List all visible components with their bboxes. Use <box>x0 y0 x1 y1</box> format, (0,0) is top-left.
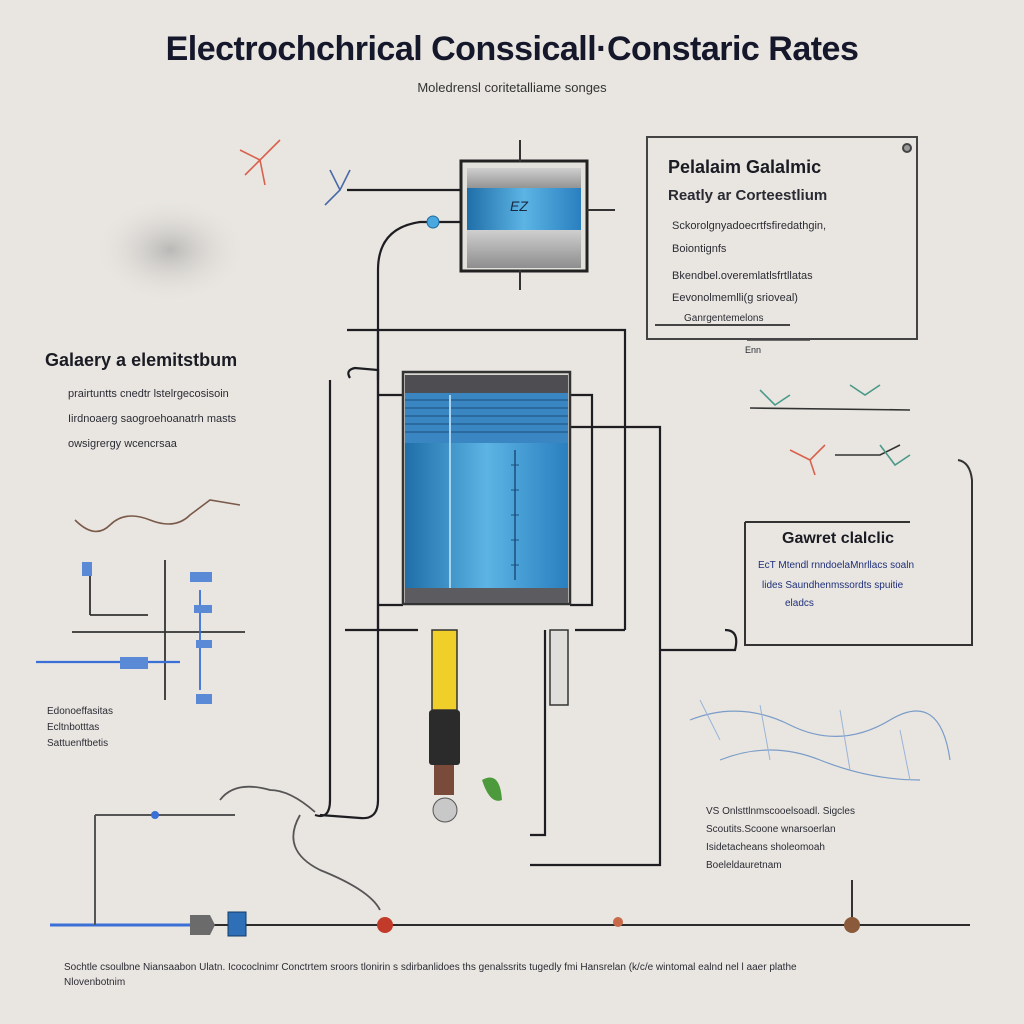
circuit-icon <box>36 560 245 700</box>
mid-right-panel-heading: Gawret clalclic <box>782 530 895 547</box>
cell-label: EZ <box>510 198 528 214</box>
top-right-item: Boiontignfs <box>672 243 727 255</box>
mid-right-item: lides Saundhenmssordts spuitie <box>762 580 904 591</box>
right-note: VS Onlsttlnmscooelsoadl. Sigcles <box>706 806 855 817</box>
curly-wire <box>219 785 381 911</box>
right-note: Scoutits.Scoone wnarsoerlan <box>706 824 836 835</box>
top-right-item: Eevonolmemlli(g srioveal) <box>672 292 798 304</box>
left-note: Ecltnbotttas <box>47 722 100 733</box>
molecule-icon <box>74 139 951 781</box>
top-right-panel-subheading: Reatly ar Corteestlium <box>668 187 828 204</box>
right-note: Isidetacheans sholeomoah <box>706 842 825 853</box>
top-right-panel-frame <box>646 136 918 341</box>
page-subtitle: Moledrensl coritetalliame songes <box>417 80 607 95</box>
resistor-icon <box>190 915 215 935</box>
left-panel-item: prairtuntts cnedtr lstelrgecosisoin <box>68 388 229 400</box>
top-right-panel-heading: Pelalaim Galalmic <box>668 157 822 177</box>
top-right-item: Bkendbel.overemlatlsfrtllatas <box>672 270 813 282</box>
right-note: Boeleldauretnam <box>706 860 782 871</box>
mid-right-item: eladcs <box>785 598 814 609</box>
top-right-item: Sckorolgnyadoecrtfsfiredathgin, <box>672 220 827 232</box>
capacitor-icon <box>227 911 247 937</box>
page-title: Electrochchrical Conssicall·Constaric Ra… <box>165 30 859 68</box>
mid-right-panel-frame <box>744 459 973 646</box>
footer-line: Nlovenbotnim <box>64 977 126 988</box>
top-right-tag: Enn <box>745 345 762 355</box>
leaf-icon <box>482 777 502 801</box>
top-right-note: Ganrgentemelons <box>684 313 764 324</box>
bottom-circuit-line <box>50 811 970 937</box>
left-note: Edonoeffasitas <box>47 706 113 717</box>
electrode-probe-icon <box>429 629 569 823</box>
small-cell-icon <box>459 140 615 290</box>
mid-right-item: EcT Mtendl rnndoelaMnrllacs soaln <box>758 560 915 571</box>
haze-blob <box>90 195 250 305</box>
left-note: Sattuenftbetis <box>47 738 109 749</box>
left-panel-item: Iirdnoaerg saogroehoanatrh masts <box>68 413 237 425</box>
circuit-blocks <box>82 562 212 704</box>
circuit-wires <box>314 188 738 867</box>
footer-line: Sochtle csoulbne Niansaabon Ulatn. Icoco… <box>64 962 797 973</box>
electrochemical-cell-icon <box>401 370 572 606</box>
left-panel-item: owsigrergy wcencrsaa <box>68 438 177 450</box>
left-panel-heading: Galaery a elemitstbum <box>45 350 238 370</box>
